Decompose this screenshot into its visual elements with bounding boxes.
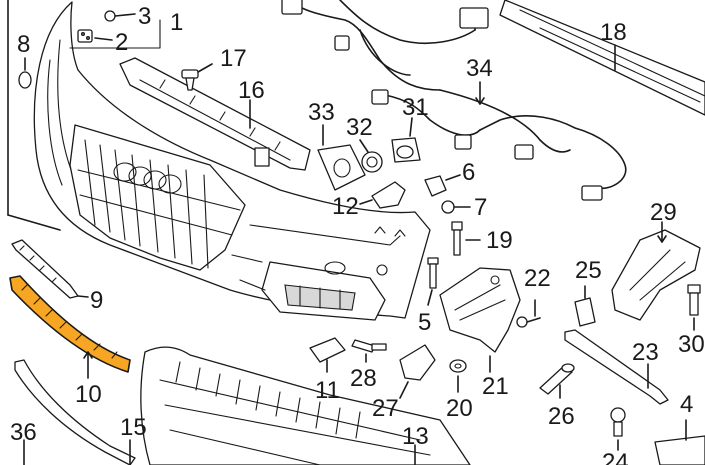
- callout-1: 1: [170, 9, 183, 36]
- callout-28: 28: [350, 365, 377, 392]
- callout-2: 2: [115, 29, 128, 56]
- callout-16: 16: [238, 77, 265, 104]
- callout-15: 15: [120, 414, 147, 441]
- callout-7: 7: [474, 194, 487, 221]
- callout-18: 18: [600, 19, 627, 46]
- callout-3: 3: [138, 3, 151, 30]
- callout-29: 29: [650, 199, 677, 226]
- nut-20: [449, 359, 467, 393]
- tow-hook-cover-11: [309, 337, 346, 373]
- bolt-5: [427, 257, 439, 306]
- callout-19: 19: [486, 227, 513, 254]
- callout-23: 23: [632, 339, 659, 366]
- mounting-strip-23: [564, 329, 669, 405]
- callout-20: 20: [446, 395, 473, 422]
- sensor-bracket-33: [317, 124, 366, 191]
- bolt-19: [451, 221, 481, 256]
- callout-5: 5: [418, 309, 431, 336]
- callout-4: 4: [680, 391, 693, 418]
- callout-6: 6: [462, 159, 475, 186]
- lower-strip-36: [14, 359, 136, 465]
- bolt-30: [687, 284, 701, 331]
- callout-12: 12: [332, 193, 359, 220]
- callout-36: 36: [10, 419, 37, 446]
- callout-34: 34: [466, 55, 493, 82]
- callout-11: 11: [315, 377, 340, 404]
- underbody-shield-13: [140, 346, 471, 465]
- bolt-7: [441, 200, 471, 214]
- nut-6: [424, 174, 461, 197]
- callout-24: 24: [602, 449, 629, 465]
- callout-32: 32: [346, 114, 373, 141]
- bracket-29: [611, 221, 701, 321]
- callout-8: 8: [17, 31, 30, 58]
- rings-logo: [113, 162, 182, 194]
- callout-9: 9: [90, 287, 103, 314]
- callout-13: 13: [402, 423, 429, 450]
- wiring-harness-34: [281, 0, 627, 201]
- callout-25: 25: [575, 257, 602, 284]
- callout-17: 17: [220, 45, 247, 72]
- bolt-17: [181, 63, 213, 91]
- push-pin-26: [539, 363, 575, 399]
- callout-21: 21: [482, 373, 509, 400]
- side-bracket-21: [439, 267, 521, 373]
- reinforcement-bar-18: [499, 0, 705, 116]
- mounting-bracket-16: [119, 57, 311, 171]
- grommet-8: [18, 57, 32, 89]
- callout-labels: 1 2 3 8 9 10 36 15 13 17 16 18 34 33 32 …: [10, 3, 705, 465]
- callout-22: 22: [524, 265, 551, 292]
- clip-25: [574, 285, 596, 327]
- clip-2: [77, 29, 113, 43]
- bumper-cover: [7, 0, 431, 321]
- panel-4: [654, 419, 705, 465]
- fastener-3: [104, 10, 136, 22]
- pin-28: [351, 339, 387, 363]
- callout-31: 31: [402, 94, 429, 121]
- screw-22: [516, 299, 541, 328]
- callout-10: 10: [75, 381, 102, 408]
- bracket-12: [359, 181, 406, 209]
- callout-30: 30: [678, 331, 705, 358]
- clip-27: [399, 344, 436, 399]
- sensor-ring-32: [359, 139, 383, 173]
- screw-24: [610, 407, 626, 451]
- parking-sensor-31: [391, 117, 421, 163]
- trim-strip-9: [11, 239, 89, 299]
- callout-26: 26: [548, 403, 575, 430]
- callout-33: 33: [308, 99, 335, 126]
- callout-27: 27: [372, 395, 399, 422]
- trim-strip-10-highlighted: [9, 275, 131, 379]
